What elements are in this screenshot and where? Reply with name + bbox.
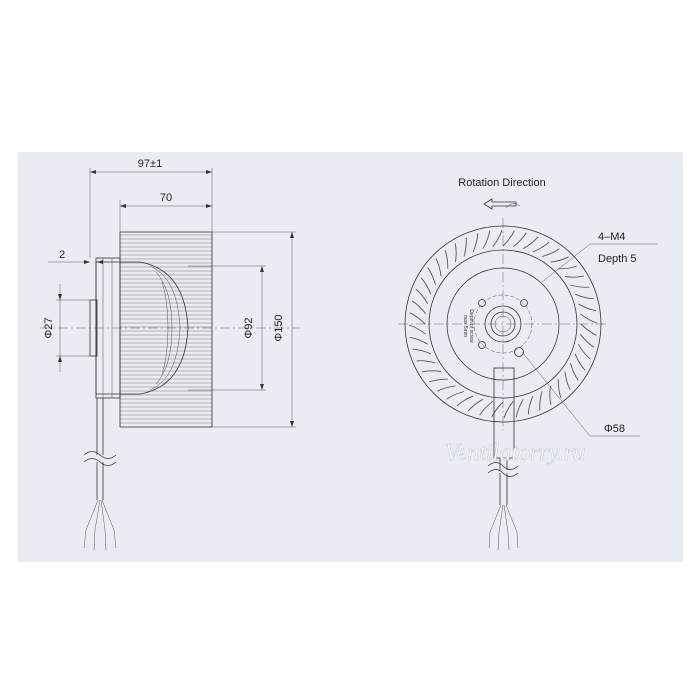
hub-ring-outer [484,305,522,343]
blade [446,391,465,400]
flange [95,257,121,399]
motor-housing [95,261,189,395]
dim-impeller-length: 70 [160,192,172,204]
blade [437,385,456,392]
dim-overall-length: 97±1 [138,158,162,170]
blade [532,241,550,253]
blade [580,323,597,336]
impeller-blades [408,229,598,419]
blade [472,233,479,253]
dim-hub-diameter: Φ27 [43,317,55,338]
motor-ribs [149,265,181,391]
depth-label: Depth 5 [598,253,637,265]
drawing-panel [18,152,683,562]
holes-label: 4–M4 [598,231,626,243]
blade [409,312,426,325]
side-cable-break [83,451,117,459]
blade [427,267,436,286]
blade [577,343,591,360]
mount-hole [478,341,486,349]
blade [550,256,569,263]
side-wires [83,499,117,551]
blade [549,385,552,406]
hub-label-2: max 5mm [462,315,468,337]
blade [454,242,457,263]
impeller-outline [119,231,213,428]
blade [541,248,560,257]
blade [558,265,578,270]
blade [420,277,432,295]
blade [408,324,426,335]
blade [574,353,586,371]
rotation-label: Rotation Direction [458,177,545,189]
blade [435,258,442,277]
side-view: 97±1 70 2 Φ27 Φ92 Φ150 [40,158,300,551]
blade [564,371,571,390]
blade [580,313,598,324]
dim-flange: 2 [59,249,65,261]
front-wires [488,504,519,551]
impeller-outer-circle [404,225,602,423]
bolt-circle-label: Φ58 [604,423,625,435]
front-cable-break [487,462,519,470]
cable-exit [493,367,515,459]
blade [503,401,514,419]
rotation-arc [505,203,521,209]
blade [482,230,491,249]
blade [492,229,503,247]
mount-hole [514,347,524,357]
blade [574,293,594,300]
blade [415,288,429,305]
blade [409,336,428,345]
front-view: Depth of screw max 5mm Rotation Directio… [398,177,658,551]
blade [512,232,527,248]
mount-hole [520,299,528,307]
hub-ring-inner [490,311,516,337]
blade [570,284,590,288]
blade [428,378,448,383]
blade [557,379,562,399]
blade [463,237,467,257]
dim-inner-diameter: Φ92 [243,317,255,338]
watermark: Ventilatorry.ru [445,440,586,466]
blade [421,370,442,373]
blade [412,348,432,355]
bolt-circle [473,294,533,354]
blade [467,398,484,412]
blade [491,401,504,418]
shaft [494,315,512,333]
hub-label-1: Depth of screw [468,309,474,343]
blade [416,360,436,364]
blade [539,391,543,411]
blade [579,333,595,348]
blade [522,236,539,250]
blade [578,303,597,312]
dim-outer-diameter: Φ150 [273,314,285,341]
rotation-arrow-icon [483,198,517,210]
blade [564,275,585,278]
blade [527,395,534,415]
impeller-fins [120,234,212,424]
mount-hole [478,299,486,307]
blade [515,399,524,418]
blade [502,230,515,247]
motor-face [446,267,560,381]
blade [570,362,579,381]
blade [456,395,474,407]
blade [444,249,449,269]
impeller-inner-ring [428,249,578,399]
hub-shaft [89,299,98,357]
blade [479,400,494,416]
blade [411,300,427,315]
